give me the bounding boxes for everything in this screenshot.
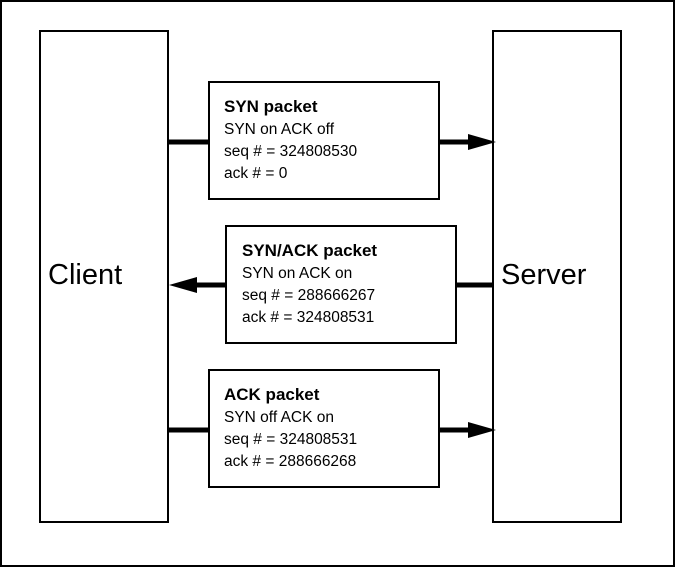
syn-packet-box: SYN packet SYN on ACK off seq # = 324808… — [208, 81, 440, 200]
client-box — [39, 30, 169, 523]
packet-flags: SYN off ACK on — [224, 409, 334, 426]
packet-title: SYN/ACK packet — [242, 241, 378, 260]
packet-title: ACK packet — [224, 385, 320, 404]
packet-ack: ack # = 288666268 — [224, 453, 357, 470]
packet-ack: ack # = 324808531 — [242, 309, 375, 326]
packet-ack: ack # = 0 — [224, 165, 288, 182]
packet-flags: SYN on ACK on — [242, 265, 353, 282]
ack-packet-box: ACK packet SYN off ACK on seq # = 324808… — [208, 369, 440, 488]
server-label: Server — [501, 259, 587, 291]
packet-seq: seq # = 288666267 — [242, 287, 376, 304]
client-label: Client — [48, 259, 123, 291]
packet-seq: seq # = 324808531 — [224, 431, 358, 448]
synack-packet-box: SYN/ACK packet SYN on ACK on seq # = 288… — [225, 225, 457, 344]
server-box — [492, 30, 622, 523]
packet-seq: seq # = 324808530 — [224, 143, 358, 160]
packet-title: SYN packet — [224, 97, 318, 116]
packet-flags: SYN on ACK off — [224, 121, 334, 138]
